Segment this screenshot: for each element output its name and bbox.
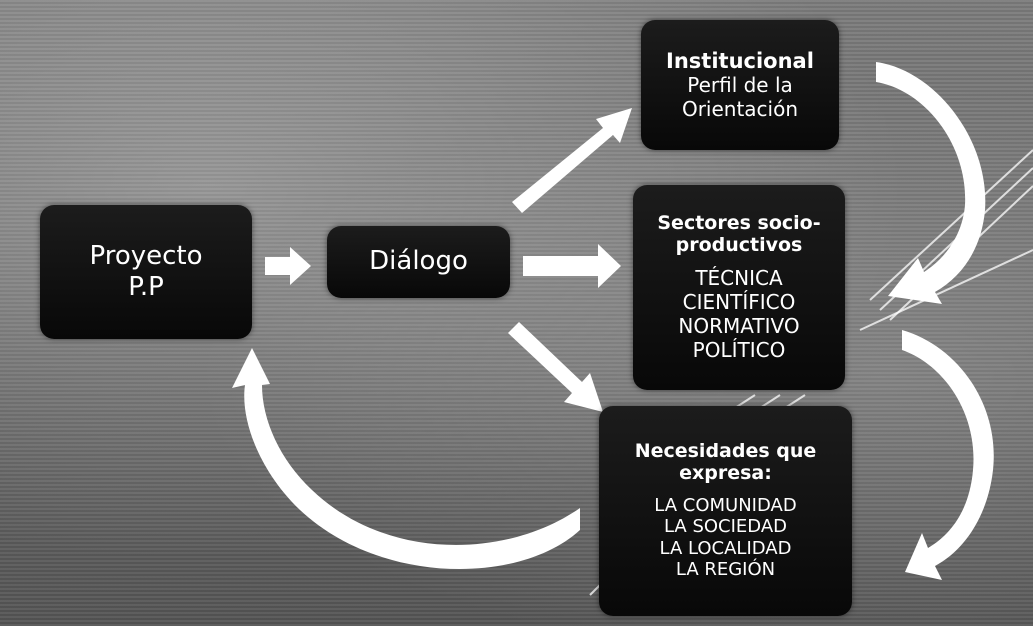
node-institucional-title: Institucional [666, 48, 814, 73]
node-sectores-item-1: TÉCNICA [695, 266, 783, 291]
node-necesidades-title: Necesidades que expresa: [634, 439, 817, 485]
node-necesidades-title-line-2: expresa: [679, 461, 772, 484]
node-necesidades-title-line-1: Necesidades que [634, 439, 817, 462]
node-necesidades-item-3: LA LOCALIDAD [659, 537, 792, 559]
node-sectores-title-line-1: Sectores socio- [657, 211, 821, 234]
node-sectores-item-4: POLÍTICO [692, 338, 786, 363]
arrow-dialogo-institucional [512, 108, 632, 213]
node-necesidades: Necesidades que expresa: LA COMUNIDAD LA… [599, 406, 852, 616]
node-necesidades-item-4: LA REGIÓN [675, 559, 776, 581]
node-dialogo: Diálogo [327, 226, 510, 298]
arrow-dialogo-necesidades [508, 322, 603, 412]
node-proyecto-line-1: Proyecto [89, 240, 203, 271]
node-proyecto: Proyecto P.P [40, 205, 252, 339]
node-sectores-title-line-2: productivos [675, 233, 803, 256]
curved-arrow-necesidades-proyecto [232, 348, 580, 570]
node-dialogo-label: Diálogo [369, 246, 468, 277]
node-institucional-line-2: Orientación [681, 97, 799, 122]
node-necesidades-item-1: LA COMUNIDAD [654, 494, 797, 516]
node-necesidades-item-2: LA SOCIEDAD [663, 516, 788, 538]
arrow-proyecto-dialogo [265, 247, 311, 285]
curved-arrow-institucional-sectores [876, 62, 986, 304]
curved-arrow-sectores-necesidades [902, 330, 994, 580]
node-sectores-item-2: CIENTÍFICO [682, 290, 796, 315]
node-sectores-title: Sectores socio- productivos [657, 211, 821, 257]
node-institucional-line-1: Perfil de la [687, 73, 793, 98]
node-sectores-item-3: NORMATIVO [678, 314, 800, 339]
arrow-dialogo-sectores [523, 244, 621, 288]
node-sectores: Sectores socio- productivos TÉCNICA CIEN… [633, 185, 845, 390]
node-institucional: Institucional Perfil de la Orientación [641, 20, 839, 150]
node-proyecto-line-2: P.P [128, 272, 164, 302]
